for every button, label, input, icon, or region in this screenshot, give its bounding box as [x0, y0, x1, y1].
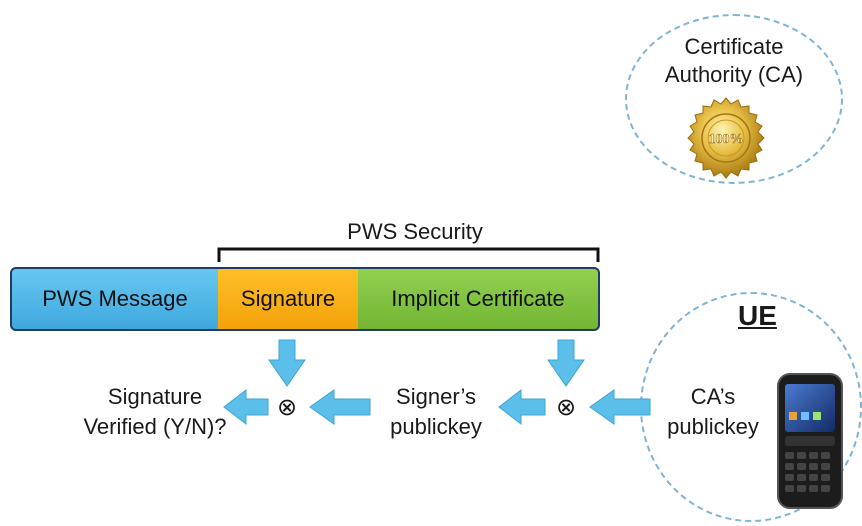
signer-key-line1: Signer’s: [396, 384, 476, 409]
result-line1: Signature: [107, 384, 203, 409]
pws-security-label: PWS Security: [347, 219, 483, 244]
ca-label-line2: Authority (CA): [664, 62, 804, 87]
operator-symbol-left: ⊗: [276, 393, 298, 421]
operator-symbol-right: ⊗: [555, 393, 577, 421]
arrow-certificate-down: [547, 339, 585, 387]
ca-circle: [625, 14, 843, 184]
seal-text: 100%: [709, 132, 744, 147]
guarantee-seal-icon: 100%: [684, 96, 768, 180]
phone-icon: [775, 372, 847, 512]
arrow-signer-key-left: [309, 389, 371, 425]
signature-segment: Signature: [218, 269, 358, 329]
signer-key-line2: publickey: [390, 414, 482, 439]
ca-key-line2: publickey: [667, 414, 759, 439]
ue-label: UE: [738, 300, 777, 331]
ca-key-line1: CA’s: [690, 384, 736, 409]
pws-message-bar: PWS Message Signature Implicit Certifica…: [10, 267, 600, 331]
arrow-ca-key-left: [589, 389, 651, 425]
ca-label-line1: Certificate: [684, 34, 784, 59]
arrow-signature-down: [268, 339, 306, 387]
arrow-to-result: [223, 388, 269, 426]
arrow-to-signer-key: [498, 388, 546, 426]
implicit-certificate-segment: Implicit Certificate: [358, 269, 598, 329]
pws-message-segment: PWS Message: [12, 269, 218, 329]
result-line2: Verified (Y/N)?: [83, 414, 227, 439]
